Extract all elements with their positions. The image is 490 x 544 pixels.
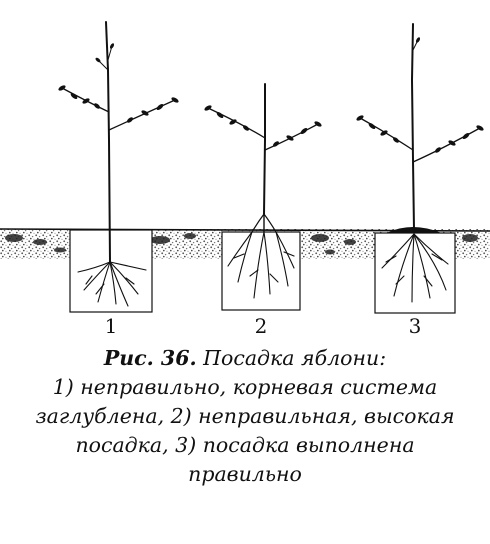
panel-number-3: 3 [409,314,422,338]
caption-line-4: правильно [188,462,302,486]
caption-label: Рис. 36. [103,346,197,370]
planting-pit-2 [221,231,301,311]
seedling-2-high-planting [204,83,322,311]
panel-number-1: 1 [105,314,118,338]
caption-title: Посадка яблони: [196,346,387,370]
seedling-1-deep-planting [58,21,179,313]
figure-caption: Рис. 36. Посадка яблони: 1) неправильно,… [0,344,490,489]
apple-planting-illustration: 1 2 3 [0,21,490,338]
caption-heading: Рис. 36. Посадка яблони: [0,344,490,373]
caption-line-3: посадка, 3) посадка выполнена [75,433,415,457]
planting-pit-1 [69,229,153,313]
caption-line-1: 1) неправильно, корневая система [52,375,438,399]
panel-number-2: 2 [255,314,268,338]
seedling-3-correct-planting [356,23,484,314]
caption-line-2: заглублена, 2) неправильная, высокая [35,404,455,428]
